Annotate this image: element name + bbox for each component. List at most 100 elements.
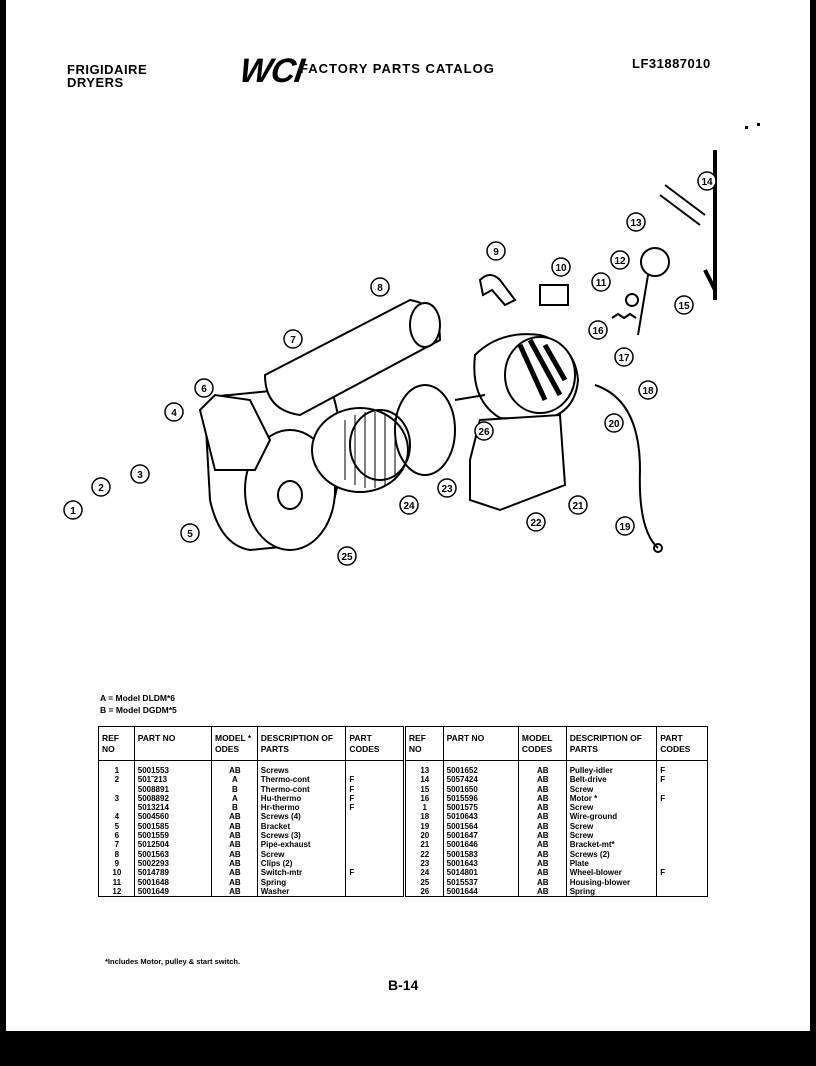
col-codes-2: PART CODES (656, 726, 708, 761)
cell-codes-2: F (656, 760, 708, 776)
cell-model-2: AB (517, 784, 567, 794)
cell-ref-2: 16 (402, 793, 444, 804)
col-desc-2: DESCRIPTION OF PARTS (565, 726, 657, 761)
cell-desc-2: Wire-ground (565, 812, 657, 822)
motor (454, 333, 580, 422)
parts-table-header: REF NO PART NO MODEL * ODES DESCRIPTION … (98, 726, 708, 761)
catalog-title: FACTORY PARTS CATALOG (300, 61, 495, 76)
cell-codes (345, 877, 405, 887)
catalog-code: LF31887010 (632, 56, 711, 71)
callout-16: 16 (588, 320, 608, 340)
cell-desc: Thermo-cont (256, 775, 346, 785)
callout-21: 21 (568, 495, 588, 515)
cell-part: 5001553 (133, 760, 212, 776)
model-legend: A = Model DLDM*6 B = Model DGDM*5 (100, 692, 177, 716)
cell-part: 5001585 (133, 821, 212, 832)
cell-model-2: AB (517, 868, 567, 878)
cell-part-2: 5001647 (442, 831, 519, 841)
cell-model: B (210, 803, 258, 813)
callout-6: 6 (194, 378, 214, 398)
footnote: *Includes Motor, pulley & start switch. (105, 957, 241, 966)
legend-model-a: A = Model DLDM*6 (100, 693, 176, 703)
cell-part-2: 5014801 (442, 868, 519, 878)
cell-ref: 2 (114, 775, 120, 785)
cell-ref: 11 (112, 877, 122, 887)
cell-codes: F (345, 868, 405, 878)
cell-ref-2: 24 (402, 868, 444, 878)
cell-part: 5001563 (133, 849, 212, 859)
callout-label: 26 (478, 427, 490, 438)
cell-part-2: 5001583 (442, 849, 519, 859)
cell-codes: F (345, 793, 405, 804)
callout-label: 7 (290, 335, 296, 346)
callout-label: 1 (70, 506, 76, 517)
cell-model-2: AB (517, 775, 567, 785)
cell-desc: Screw (256, 849, 346, 859)
cell-desc-2: Screw (565, 803, 657, 813)
cell-codes-2: F (656, 868, 708, 878)
ground-wire (594, 384, 659, 549)
cell-codes-2 (656, 849, 708, 859)
callout-label: 16 (592, 326, 604, 337)
cell-desc-2: Plate (565, 858, 657, 869)
cell-desc-2: Screws (2) (565, 849, 657, 859)
cell-ref: 1 (114, 766, 120, 775)
cell-desc-2: Spring (565, 886, 657, 897)
cell-part-2: 5001575 (442, 803, 519, 813)
callout-label: 19 (619, 522, 631, 533)
cell-model: B (210, 784, 258, 794)
cell-model: AB (210, 760, 258, 776)
cell-desc-2: Wheel-blower (565, 868, 657, 878)
cell-ref-2: 20 (402, 831, 444, 841)
cell-part-2: 5015537 (442, 877, 519, 887)
cell-model: AB (210, 868, 258, 878)
callout-1: 1 (63, 500, 83, 520)
callout-label: 13 (630, 218, 642, 229)
callout-label: 17 (618, 353, 630, 364)
callout-label: 24 (403, 501, 415, 512)
callout-label: 20 (608, 419, 620, 430)
cell-desc: Hr-thermo (256, 803, 346, 813)
cell-part-2: 5010643 (442, 812, 519, 822)
cell-model: AB (210, 877, 258, 887)
cell-codes (345, 858, 405, 869)
callout-label: 2 (98, 483, 104, 494)
cell-ref: 9 (114, 858, 120, 868)
washer (625, 293, 639, 307)
cell-desc: Bracket (256, 821, 346, 832)
callout-14: 14 (697, 171, 717, 191)
cell-codes-2 (656, 886, 708, 897)
callout-13: 13 (626, 212, 646, 232)
cell-part-2: 5001652 (442, 760, 519, 776)
col-ref: REF NO (98, 726, 135, 761)
cell-part-2: 5001643 (442, 858, 519, 869)
callout-15: 15 (674, 295, 694, 315)
cell-desc-2: Motor * (565, 793, 657, 804)
cell-model: A (210, 793, 258, 804)
cell-desc: Clips (2) (256, 858, 346, 869)
callout-20: 20 (604, 413, 624, 433)
brand-block: FRIGIDAIRE DRYERS (67, 63, 147, 89)
cell-ref: 8 (114, 849, 120, 859)
cell-part: 5012504 (133, 840, 212, 850)
cell-desc-2: Screw (565, 784, 657, 794)
cell-part: 5014789 (133, 868, 212, 878)
cell-codes-2: F (656, 775, 708, 785)
callout-label: 12 (614, 256, 626, 267)
callout-label: 9 (493, 247, 499, 258)
cell-ref-2: 1 (402, 803, 444, 813)
cell-ref: 3 (114, 793, 120, 803)
scan-bottom-band (0, 1031, 816, 1066)
callout-2: 2 (91, 477, 111, 497)
cell-codes: F (345, 784, 405, 794)
callout-label: 3 (137, 470, 143, 481)
cell-part: 5008891 (133, 784, 212, 794)
